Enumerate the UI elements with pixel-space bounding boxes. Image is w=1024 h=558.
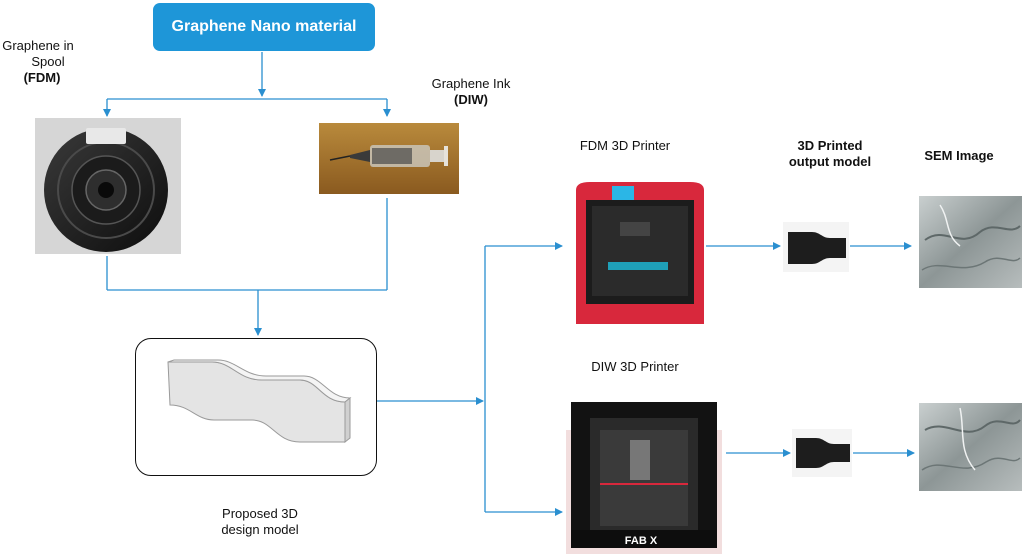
fdm-printer-image <box>576 182 704 324</box>
ink-label: Graphene Ink (DIW) <box>423 76 519 108</box>
fdm-output-model <box>783 222 849 272</box>
printer-brand: FAB X <box>625 535 658 547</box>
connector-lines <box>103 52 915 516</box>
spool-label-line3: (FDM) <box>23 70 61 85</box>
sem-label: SEM Image <box>924 148 994 163</box>
spool-label-line2: Spool <box>31 54 65 69</box>
design-label-line1: Proposed 3D <box>222 506 298 521</box>
output-label-line2: output model <box>788 154 872 169</box>
title-box: Graphene Nano material <box>153 3 375 51</box>
spool-label: Graphene in Spool (FDM) <box>2 38 74 86</box>
fdm-sem-image <box>919 196 1022 288</box>
diw-output-model <box>792 429 852 477</box>
diw-printer-image: FAB X <box>566 402 722 554</box>
design-label: Proposed 3D design model <box>205 506 315 538</box>
design-label-line2: design model <box>221 522 299 537</box>
syringe-image <box>319 123 459 194</box>
design-model-drawing <box>167 359 352 444</box>
spool-image <box>35 118 181 254</box>
spool-label-line1: Graphene in <box>2 38 74 53</box>
title-text: Graphene Nano material <box>171 18 357 35</box>
fdm-printer-label: FDM 3D Printer <box>579 138 671 153</box>
diw-printer-label: DIW 3D Printer <box>591 359 679 374</box>
diw-sem-image <box>919 403 1022 491</box>
ink-label-line2: (DIW) <box>454 92 488 107</box>
ink-label-line1: Graphene Ink <box>431 76 511 91</box>
output-label-line1: 3D Printed <box>797 138 863 153</box>
output-label: 3D Printed output model <box>780 138 880 170</box>
